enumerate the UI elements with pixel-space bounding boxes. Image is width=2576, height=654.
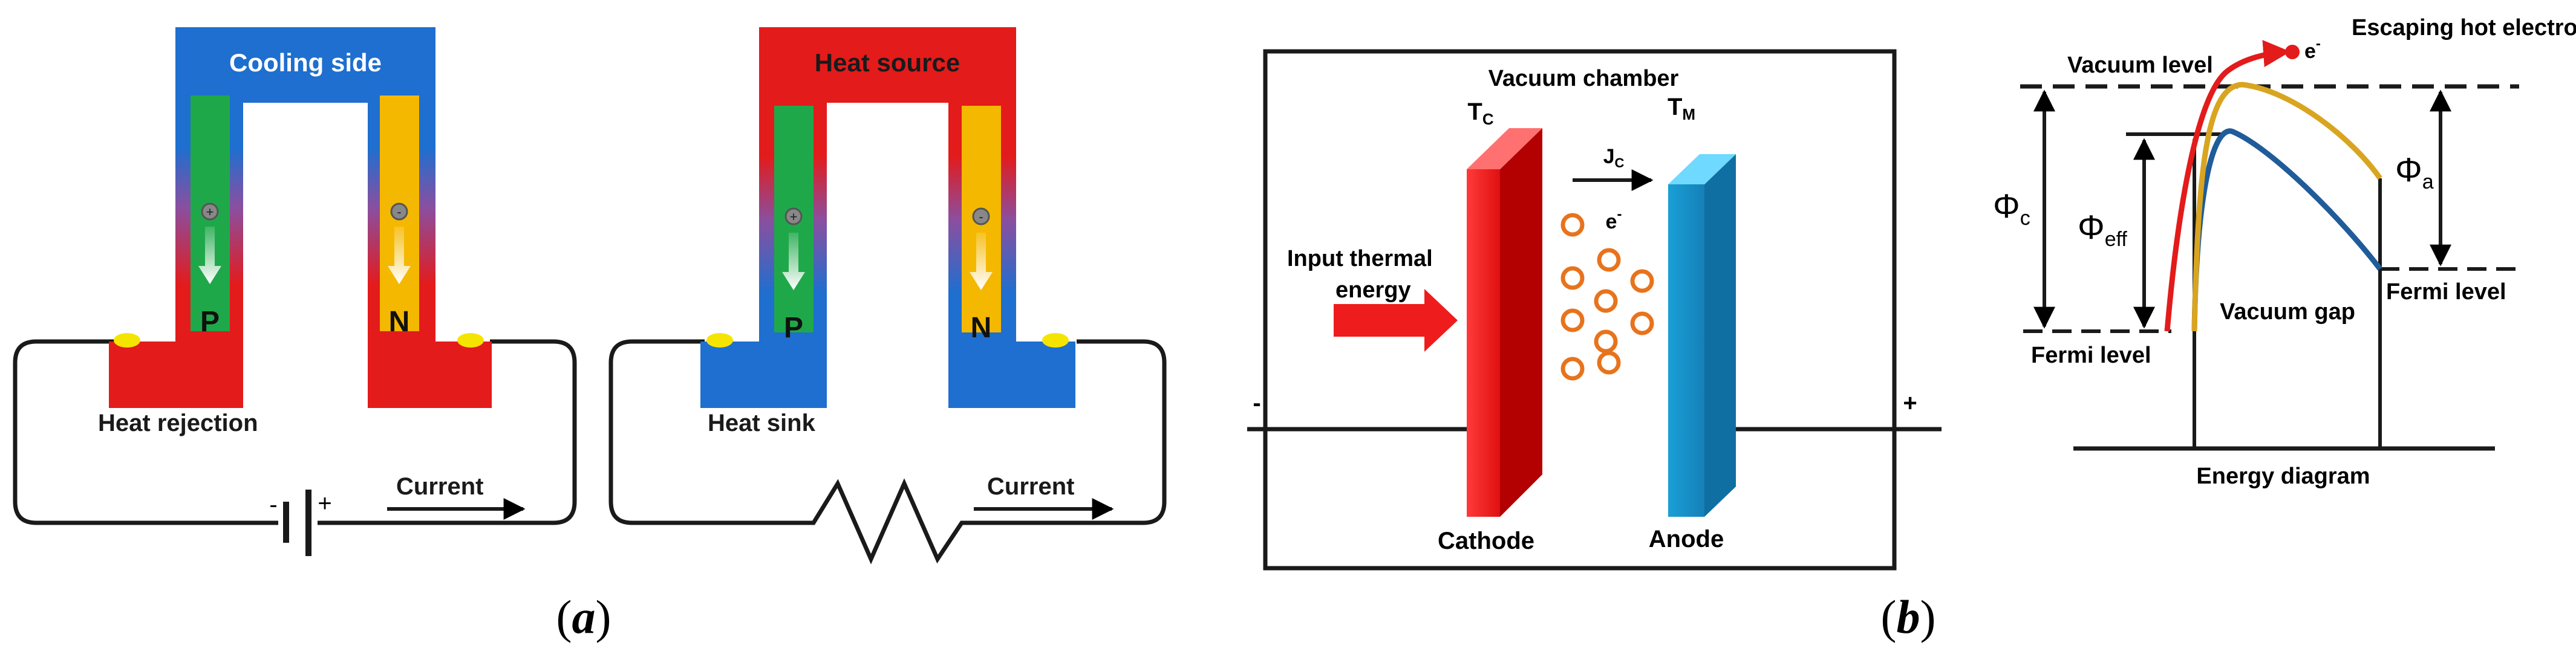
- generator-bottom-label: Heat sink: [708, 410, 816, 436]
- battery-plus-sign: +: [318, 490, 331, 517]
- electron-ring: [1597, 351, 1621, 375]
- battery-minus-sign: -: [269, 491, 277, 518]
- battery-plate-long: [305, 490, 311, 556]
- energy-band-diagram: e- Escaping hot electron Vacuum level Φc…: [1993, 15, 2576, 489]
- electron-ring: [1560, 266, 1585, 290]
- generator-p-label: P: [784, 312, 803, 344]
- electron-ring: [1630, 311, 1654, 335]
- cooler-n-label: N: [389, 306, 410, 338]
- electron-ring: [1560, 213, 1585, 237]
- cathode-plate-side: [1500, 128, 1542, 517]
- escaping-electron-symbol: e-: [2304, 36, 2321, 63]
- barrier-curve-gold: [2191, 82, 2382, 332]
- generator-n-label: N: [971, 312, 992, 344]
- battery-plate-short: [283, 502, 289, 543]
- energy-diagram-title: Energy diagram: [2196, 464, 2370, 489]
- anode-terminal-sign: +: [1903, 390, 1917, 416]
- cooler-left-foot: [109, 342, 243, 408]
- cooler-left-terminal: [114, 333, 140, 348]
- generator-top-bar: [759, 27, 1016, 103]
- phi-a-label: Φa: [2395, 151, 2434, 193]
- cooler-bottom-label: Heat rejection: [98, 410, 258, 436]
- caption-a: (a): [556, 591, 611, 643]
- chamber-title: Vacuum chamber: [1489, 66, 1679, 91]
- electron-ring: [1630, 269, 1654, 293]
- cathode-plate-top: [1467, 128, 1542, 169]
- electron-ring: [1594, 329, 1618, 354]
- cooler-p-label: P: [200, 306, 220, 338]
- electron-cloud: [1560, 213, 1654, 381]
- input-energy-label-line1: Input thermal: [1287, 246, 1433, 271]
- current-density-label: JC: [1603, 145, 1625, 170]
- cooler-p-hole-sign: +: [206, 204, 214, 219]
- electron-ring: [1560, 308, 1585, 332]
- caption-b: (b): [1881, 591, 1936, 643]
- generator-p-flow-arrow: [782, 233, 805, 290]
- cooler-n-electron-sign: -: [397, 204, 401, 219]
- peltier-cooler: - + + - Cooling side P N Heat rejection …: [13, 27, 577, 556]
- input-heat-arrow: [1334, 289, 1458, 352]
- cooler-p-hole-marker: [201, 202, 219, 221]
- cooler-circuit-wire: [13, 339, 577, 525]
- cathode-plate-front: [1467, 169, 1500, 517]
- vacuum-gap-label: Vacuum gap: [2220, 299, 2355, 325]
- seebeck-generator: + - Heat source P N Heat sink Current: [608, 27, 1167, 565]
- escaping-electron-dot: [2285, 45, 2300, 59]
- generator-n-electron-marker: [972, 207, 990, 225]
- cooler-top-bar: [175, 27, 435, 103]
- cooler-current-label: Current: [396, 473, 483, 500]
- generator-circuit-wire: [608, 339, 1167, 565]
- generator-n-flow-arrow: [970, 233, 993, 290]
- hot-electron-path: [2164, 40, 2291, 332]
- escaping-electron-label: Escaping hot electron: [2352, 15, 2576, 40]
- phi-c-label: Φc: [1993, 187, 2030, 230]
- cathode-terminal-sign: -: [1253, 390, 1260, 416]
- vacuum-chamber-box: [1263, 49, 1897, 571]
- phi-eff-label: Φeff: [2078, 208, 2127, 251]
- anode-fermi-label: Fermi level: [2386, 279, 2506, 305]
- anode-temperature-label: TM: [1668, 94, 1695, 123]
- generator-right-foot: [948, 342, 1075, 408]
- generator-right-terminal: [1042, 333, 1069, 348]
- cathode-temperature-label: TC: [1467, 99, 1493, 128]
- electron-ring: [1594, 289, 1618, 313]
- generator-p-hole-sign: +: [790, 209, 798, 224]
- generator-current-label: Current: [987, 473, 1074, 500]
- anode-plate-side: [1704, 154, 1736, 517]
- cooler-right-foot: [368, 342, 492, 408]
- anode-plate-top: [1668, 154, 1736, 184]
- vacuum-level-label: Vacuum level: [2067, 53, 2213, 78]
- input-energy-label-line2: energy: [1335, 277, 1411, 303]
- cooler-top-label: Cooling side: [229, 48, 382, 77]
- generator-left-foot: [700, 342, 827, 408]
- cathode-label: Cathode: [1438, 528, 1534, 554]
- cooler-n-flow-arrow: [388, 227, 411, 284]
- generator-p-hole-marker: [784, 207, 803, 225]
- generator-left-terminal: [706, 333, 733, 348]
- electron-ring: [1560, 357, 1585, 381]
- cooler-right-terminal: [457, 333, 484, 348]
- anode-plate-front: [1668, 184, 1704, 517]
- cathode-fermi-label: Fermi level: [2031, 343, 2151, 368]
- electron-ring: [1597, 248, 1621, 272]
- emitted-electron-label: e-: [1606, 206, 1622, 233]
- anode-label: Anode: [1649, 526, 1724, 552]
- cooler-p-flow-arrow: [198, 227, 221, 284]
- cooler-n-electron-marker: [390, 202, 408, 221]
- generator-top-label: Heat source: [815, 48, 960, 77]
- generator-n-electron-sign: -: [979, 209, 983, 224]
- thermionic-chamber: - + Vacuum chamber TC TM JC e- Input the…: [1247, 49, 1942, 571]
